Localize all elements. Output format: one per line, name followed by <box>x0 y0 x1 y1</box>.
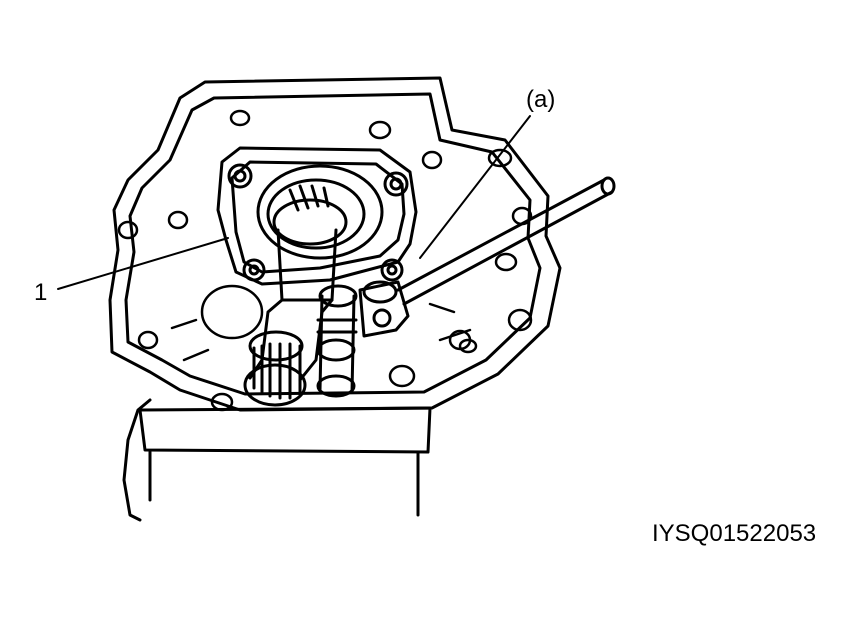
lower-housing <box>122 398 432 522</box>
case-bolt-holes <box>117 109 533 412</box>
rod-tool <box>396 176 616 306</box>
callout-1: 1 <box>34 279 48 306</box>
image-code: IYSQ01522053 <box>652 520 817 547</box>
leader-line-1 <box>57 237 229 290</box>
fork-shaft-plug <box>358 280 410 338</box>
leader-line-a <box>419 115 531 259</box>
case-outline <box>108 76 562 412</box>
leader-lines <box>57 115 531 290</box>
callout-a: (a) <box>526 86 556 113</box>
counter-shaft <box>316 284 358 398</box>
bearing-boss <box>256 164 384 260</box>
cover-details <box>170 284 478 362</box>
bearing-retainer <box>216 146 418 286</box>
